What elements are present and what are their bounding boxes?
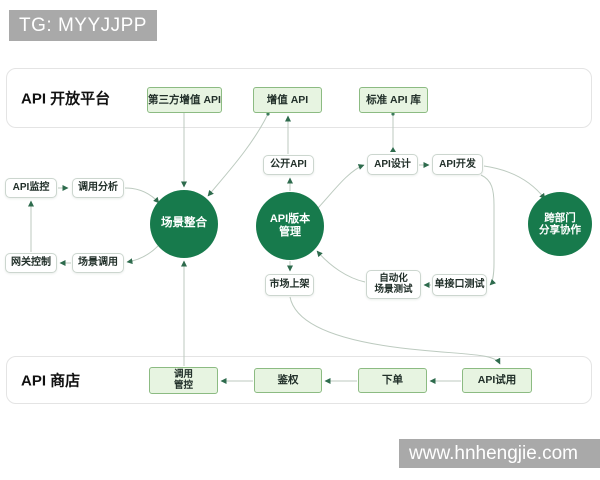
node-third-party-value-api[interactable]: 第三方增值 API	[147, 87, 222, 113]
node-market-listing[interactable]: 市场上架	[265, 274, 314, 296]
website-watermark: www.hnhengjie.com	[399, 439, 600, 468]
node-cross-dept-share[interactable]: 跨部门 分享协作	[528, 192, 592, 256]
node-api-version-management[interactable]: API版本 管理	[256, 192, 324, 260]
node-auth[interactable]: 鉴权	[254, 368, 322, 393]
node-api-design[interactable]: API设计	[367, 154, 418, 175]
node-scene-call[interactable]: 场景调用	[72, 253, 124, 273]
node-standard-api-library[interactable]: 标准 API 库	[359, 87, 428, 113]
section-title-open-platform: API 开放平台	[21, 90, 111, 108]
section-title-api-store: API 商店	[21, 372, 81, 390]
node-auto-scene-test[interactable]: 自动化 场景测试	[366, 270, 421, 299]
node-gateway-control[interactable]: 网关控制	[5, 253, 57, 273]
node-api-monitor[interactable]: API监控	[5, 178, 57, 198]
telegram-badge: TG: MYYJJPP	[9, 10, 157, 41]
node-api-trial[interactable]: API试用	[462, 368, 532, 393]
section-api-open-platform: API 开放平台	[6, 68, 592, 128]
node-call-analysis[interactable]: 调用分析	[72, 178, 124, 198]
node-call-control[interactable]: 调用 管控	[149, 367, 218, 394]
node-scene-integration[interactable]: 场景整合	[150, 190, 218, 258]
node-api-development[interactable]: API开发	[432, 154, 483, 175]
node-public-api[interactable]: 公开API	[263, 155, 314, 175]
node-order[interactable]: 下单	[358, 368, 427, 393]
node-single-api-test[interactable]: 单接口测试	[432, 274, 487, 296]
node-value-api[interactable]: 增值 API	[253, 87, 322, 113]
